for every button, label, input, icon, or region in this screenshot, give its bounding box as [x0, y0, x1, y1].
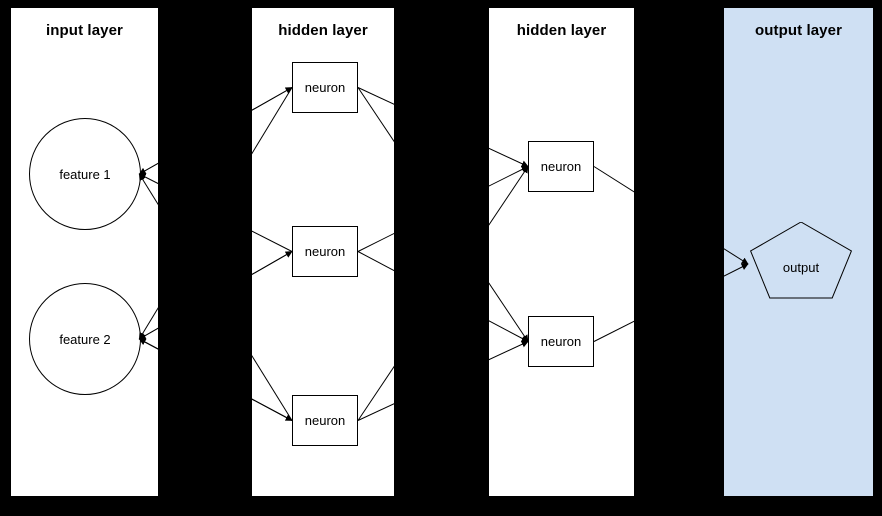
node-hidden-1-neuron-2[interactable]: neuron [292, 226, 358, 277]
node-label: output [782, 260, 820, 275]
layer-panel-output[interactable]: output layer [724, 8, 873, 496]
node-label: neuron [304, 413, 346, 428]
node-hidden-2-neuron-1[interactable]: neuron [528, 141, 594, 192]
node-label: feature 1 [59, 166, 111, 182]
node-hidden-1-neuron-3[interactable]: neuron [292, 395, 358, 446]
node-label: feature 2 [59, 331, 111, 347]
layer-panel-input[interactable]: input layer [11, 8, 158, 496]
node-label: neuron [304, 244, 346, 259]
node-label: neuron [304, 80, 346, 95]
layer-title-hidden-1: hidden layer [278, 22, 368, 39]
pentagon-shape [749, 222, 853, 299]
node-feature-2[interactable]: feature 2 [29, 283, 141, 395]
node-hidden-1-neuron-1[interactable]: neuron [292, 62, 358, 113]
node-hidden-2-neuron-2[interactable]: neuron [528, 316, 594, 367]
node-output[interactable]: output [748, 222, 854, 306]
node-label: neuron [540, 159, 582, 174]
node-label: neuron [540, 334, 582, 349]
layer-title-input: input layer [46, 22, 123, 39]
node-feature-1[interactable]: feature 1 [29, 118, 141, 230]
layer-title-output: output layer [754, 22, 843, 39]
layer-title-hidden-2: hidden layer [516, 22, 607, 39]
layer-panel-hidden-2[interactable]: hidden layer [489, 8, 634, 496]
